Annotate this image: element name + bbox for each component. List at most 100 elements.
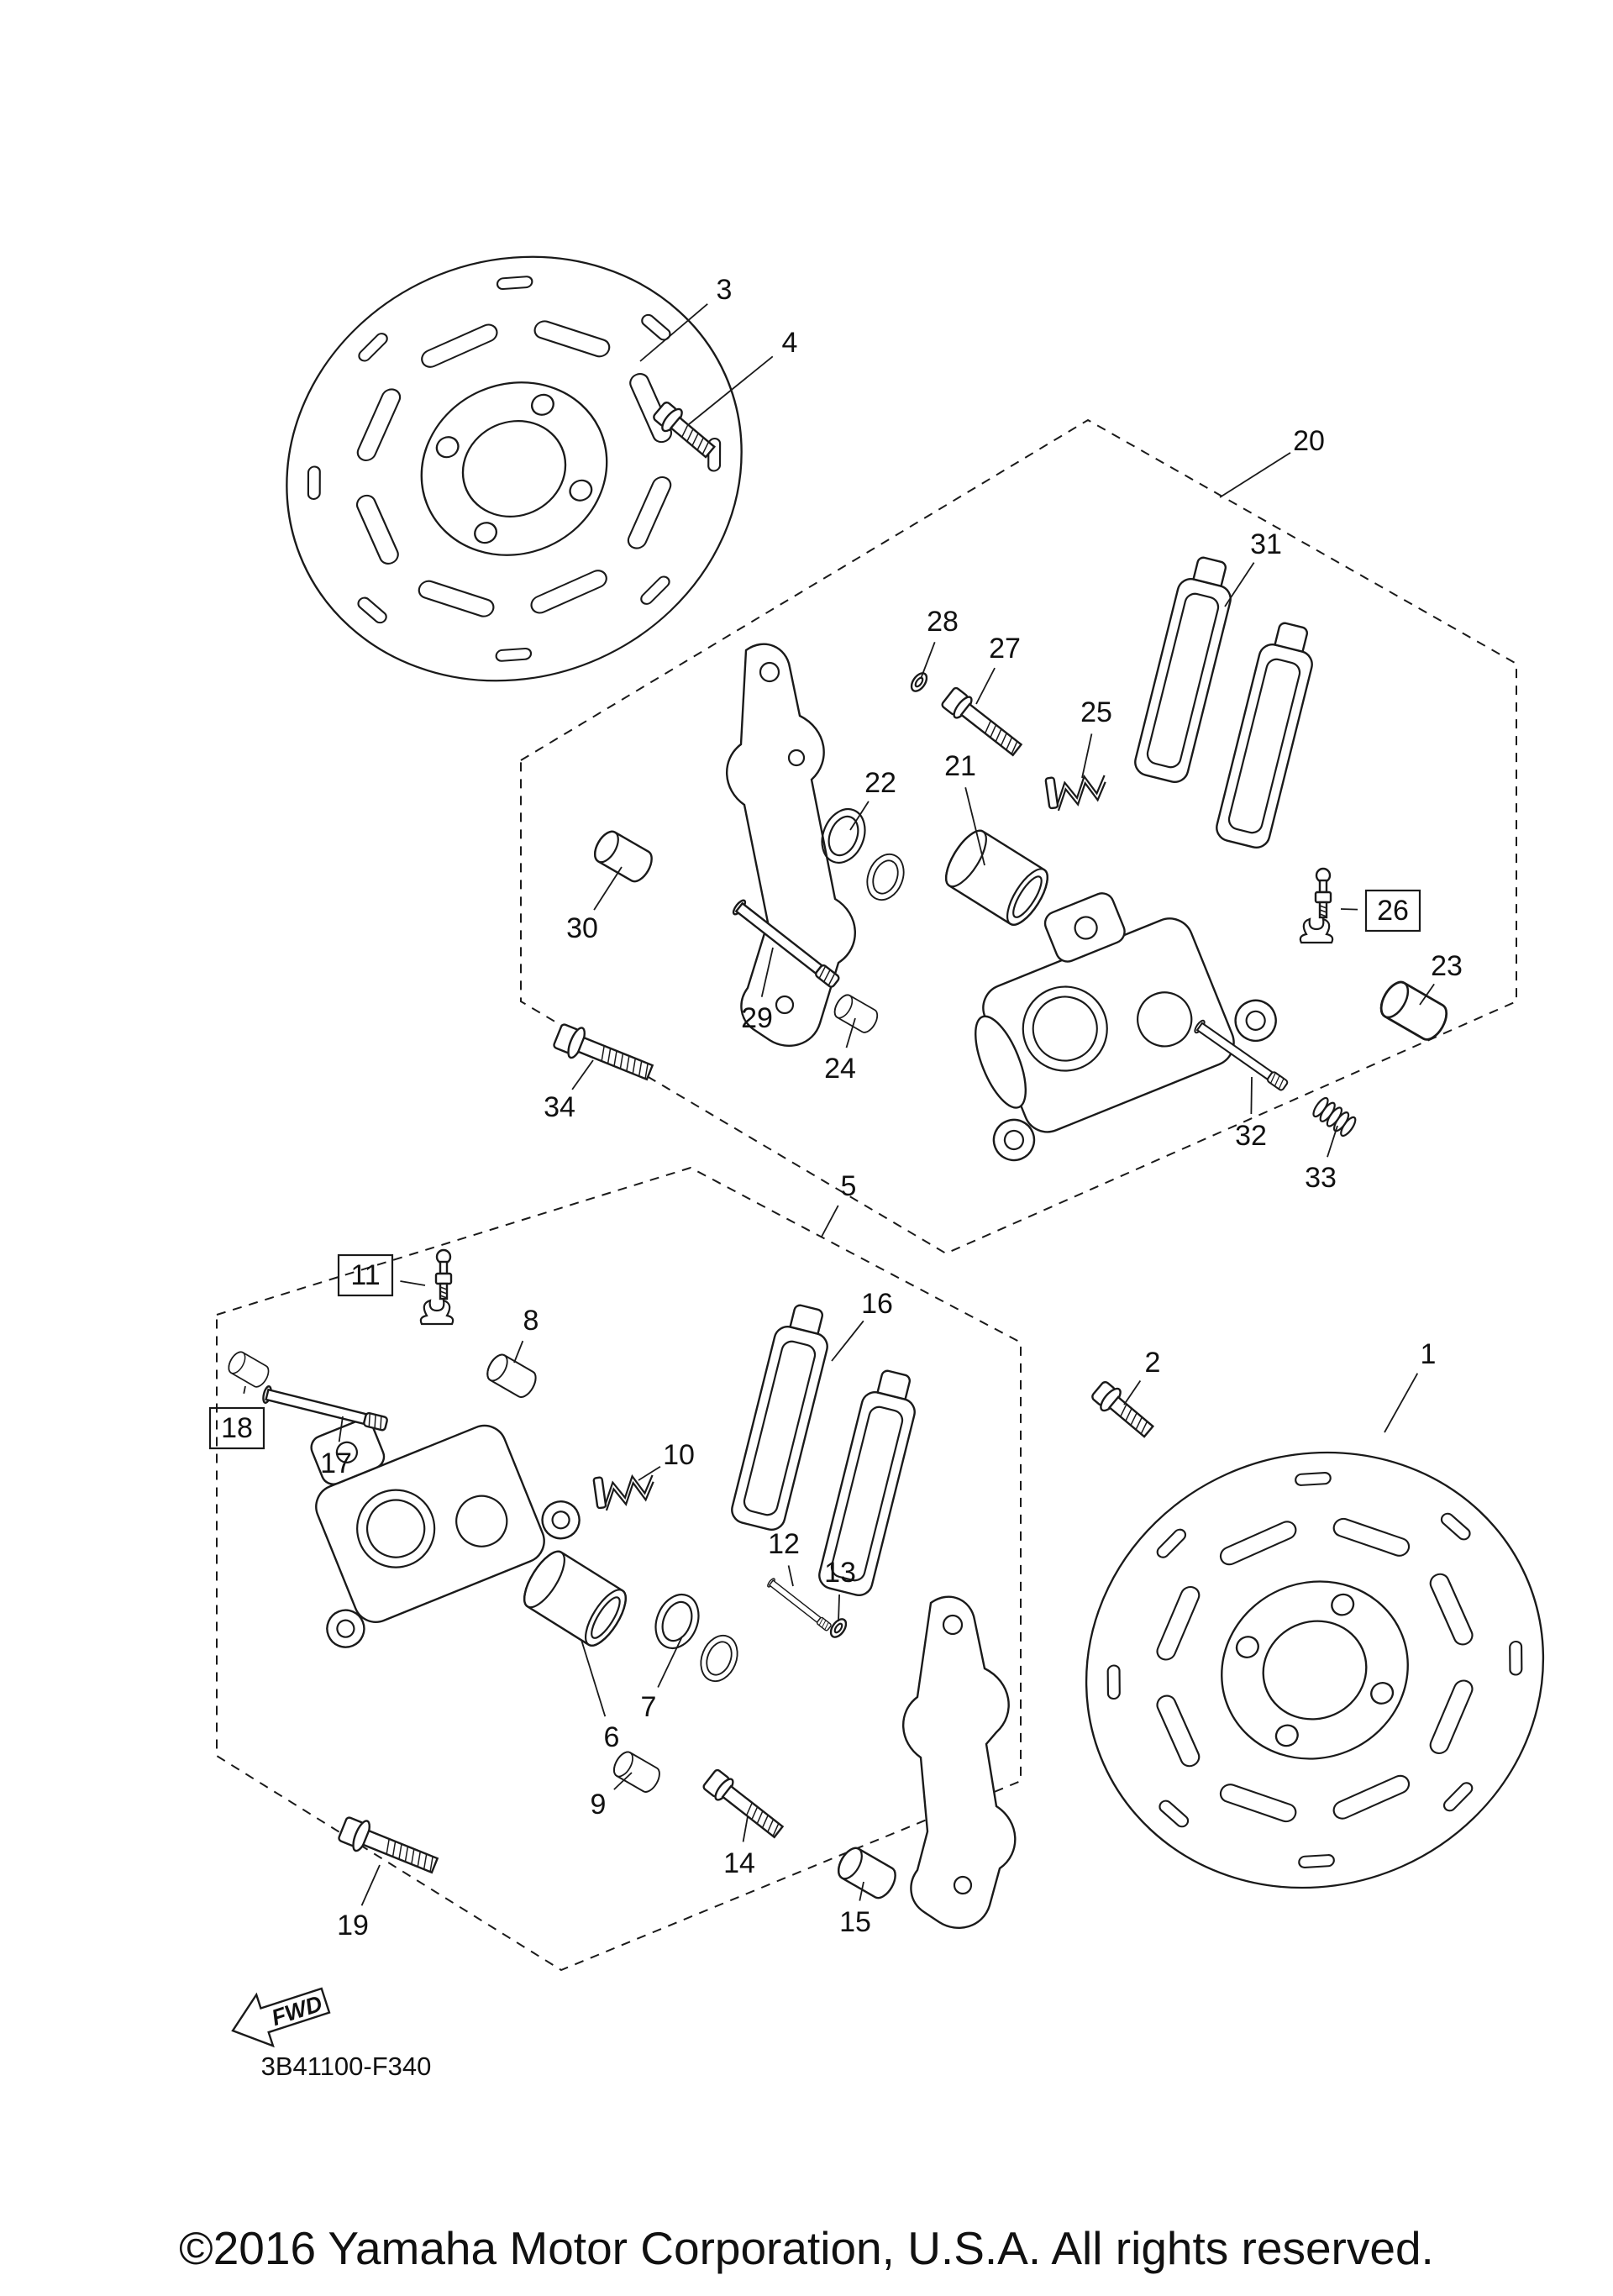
leader-line-5 bbox=[821, 1205, 839, 1237]
leader-line-29 bbox=[760, 947, 774, 997]
callout-32: 32 bbox=[1235, 1120, 1267, 1152]
callout-28: 28 bbox=[927, 606, 959, 638]
callout-10: 10 bbox=[663, 1439, 695, 1471]
leader-line-31 bbox=[1224, 562, 1255, 607]
callout-1: 1 bbox=[1421, 1338, 1437, 1370]
leader-line-10 bbox=[638, 1466, 661, 1481]
callout-18: 18 bbox=[221, 1412, 253, 1444]
leader-line-2 bbox=[1123, 1379, 1142, 1405]
callout-29: 29 bbox=[741, 1002, 773, 1034]
copyright: ©2016 Yamaha Motor Corporation, U.S.A. A… bbox=[179, 2222, 1434, 2274]
leader-line-1 bbox=[1384, 1373, 1419, 1433]
leader-line-26 bbox=[1340, 908, 1358, 911]
leader-line-23 bbox=[1419, 983, 1435, 1006]
part-30-bushing bbox=[589, 826, 658, 887]
callout-5: 5 bbox=[841, 1170, 857, 1202]
leader-line-16 bbox=[831, 1320, 864, 1362]
leader-line-11 bbox=[400, 1280, 426, 1286]
leader-line-8 bbox=[513, 1340, 524, 1363]
part-caliper-upper-body bbox=[975, 892, 1277, 1162]
leader-line-33 bbox=[1327, 1125, 1338, 1158]
callout-25: 25 bbox=[1080, 696, 1112, 728]
callout-22: 22 bbox=[864, 767, 896, 799]
part-1-brake-disc bbox=[1015, 1379, 1613, 1962]
callout-23: 23 bbox=[1431, 950, 1463, 982]
part-34-mount-bolt bbox=[550, 1019, 657, 1089]
callout-7: 7 bbox=[641, 1691, 657, 1723]
diagram-code: 3B41100-F340 bbox=[261, 2052, 432, 2081]
part-28-washer bbox=[907, 669, 931, 696]
callouts-layer: 1234567891011121314151617181920212223242… bbox=[208, 274, 1463, 1941]
leader-line-34 bbox=[571, 1059, 594, 1090]
leader-line-6 bbox=[581, 1639, 607, 1717]
part-7-seal-b bbox=[693, 1629, 745, 1688]
callout-13: 13 bbox=[824, 1557, 856, 1589]
part-18-boot bbox=[224, 1348, 273, 1390]
part-12-pin-bolt bbox=[765, 1577, 833, 1633]
leader-line-24 bbox=[845, 1017, 856, 1048]
fwd-arrow: FWD bbox=[231, 1987, 331, 2048]
leader-line-3 bbox=[639, 303, 708, 362]
leader-line-22 bbox=[849, 801, 870, 831]
callout-14: 14 bbox=[723, 1847, 755, 1879]
callout-8: 8 bbox=[523, 1305, 539, 1337]
part-17-pad-pin bbox=[260, 1384, 390, 1434]
leader-line-25 bbox=[1081, 733, 1093, 779]
callout-24: 24 bbox=[824, 1053, 856, 1085]
leader-line-19 bbox=[360, 1864, 381, 1906]
callout-box-18 bbox=[208, 1406, 265, 1450]
part-16-brake-pad-outer bbox=[728, 1300, 838, 1534]
part-7-seal-a bbox=[647, 1587, 707, 1656]
part-19-mount-bolt bbox=[335, 1812, 442, 1882]
part-11-bleed-screw bbox=[419, 1248, 454, 1326]
part-31-brake-pad-outer bbox=[1131, 552, 1241, 786]
callout-19: 19 bbox=[337, 1910, 369, 1941]
part-9-boot bbox=[609, 1747, 665, 1796]
callout-3: 3 bbox=[717, 274, 733, 306]
callout-26: 26 bbox=[1377, 895, 1409, 927]
callout-12: 12 bbox=[768, 1528, 800, 1560]
callout-15: 15 bbox=[839, 1906, 871, 1938]
part-27-pin-bolt bbox=[939, 685, 1027, 761]
leader-line-4 bbox=[688, 355, 774, 425]
leader-line-18 bbox=[243, 1385, 246, 1394]
part-15-bushing bbox=[833, 1842, 901, 1904]
callout-20: 20 bbox=[1293, 425, 1325, 457]
part-caliper-lower-bracket bbox=[902, 1595, 1017, 1929]
callout-4: 4 bbox=[782, 327, 798, 359]
leader-line-9 bbox=[613, 1772, 633, 1790]
callout-6: 6 bbox=[604, 1721, 620, 1753]
callout-27: 27 bbox=[989, 633, 1021, 665]
leader-line-20 bbox=[1219, 452, 1291, 498]
callout-33: 33 bbox=[1305, 1162, 1337, 1194]
callout-9: 9 bbox=[591, 1789, 607, 1821]
part-2-disc-bolt bbox=[1088, 1377, 1159, 1443]
leader-line-14 bbox=[742, 1815, 749, 1842]
part-14-bolt bbox=[701, 1767, 788, 1843]
callout-2: 2 bbox=[1145, 1347, 1161, 1379]
part-26-bleed-screw bbox=[1299, 867, 1334, 944]
callout-30: 30 bbox=[566, 912, 598, 944]
part-24-boot bbox=[830, 990, 882, 1037]
part-caliper-upper-bracket bbox=[726, 643, 856, 1047]
callout-31: 31 bbox=[1250, 528, 1282, 560]
part-3-brake-disc bbox=[217, 183, 812, 754]
callout-21: 21 bbox=[944, 750, 976, 782]
part-31-brake-pad-inner bbox=[1212, 617, 1322, 852]
group-20-boundary bbox=[520, 418, 1517, 1255]
leader-line-30 bbox=[593, 866, 623, 911]
part-22-seal-b bbox=[859, 848, 912, 906]
leader-line-27 bbox=[975, 667, 996, 705]
part-21-piston bbox=[937, 823, 1056, 932]
callout-34: 34 bbox=[544, 1091, 575, 1123]
part-10-pad-spring bbox=[592, 1468, 658, 1513]
part-caliper-lower-body bbox=[310, 1419, 581, 1648]
callout-box-11 bbox=[337, 1253, 394, 1297]
fwd-label: FWD bbox=[269, 1991, 326, 2031]
callout-17: 17 bbox=[320, 1447, 352, 1479]
part-25-pad-spring bbox=[1044, 769, 1110, 813]
part-33-spring bbox=[1310, 1095, 1359, 1139]
group-5-boundary bbox=[216, 1166, 1022, 1972]
part-6-piston bbox=[515, 1544, 634, 1652]
